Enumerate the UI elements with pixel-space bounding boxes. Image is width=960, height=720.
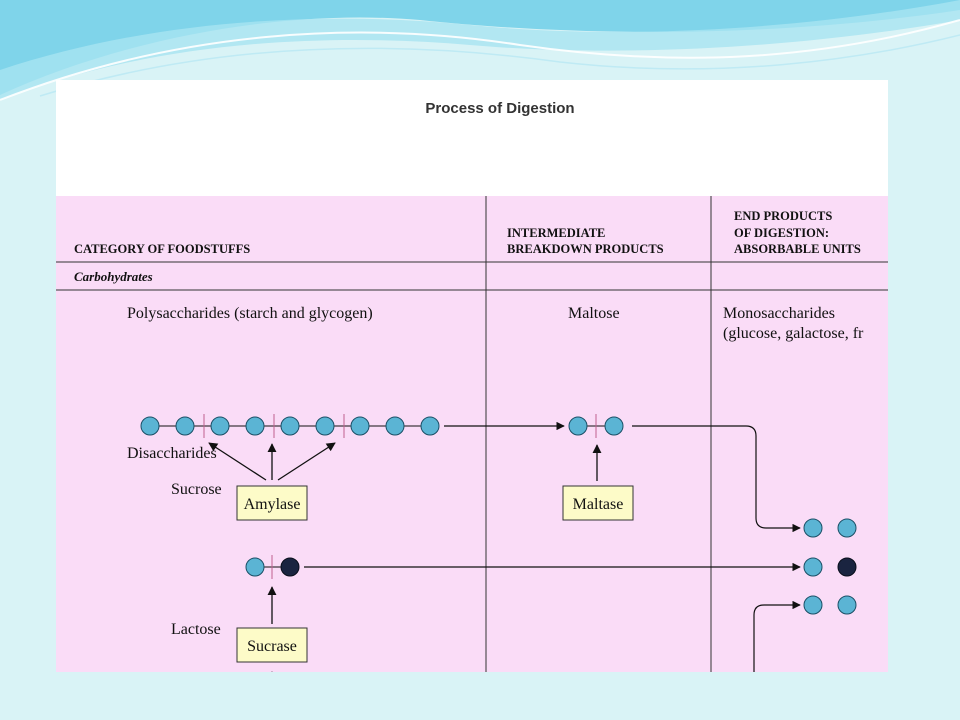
label-polysaccharides: Polysaccharides (starch and glycogen) (127, 305, 373, 322)
arrow-maltose-to-monosaccharides (632, 425, 801, 533)
glucose-unit (420, 416, 440, 436)
digestion-diagram-panel: CATEGORY OF FOODSTUFFS INTERMEDIATE BREA… (56, 196, 888, 672)
enzyme-sucrase: Sucrase (247, 638, 297, 655)
glucose-unit (837, 518, 857, 538)
galactose-unit (837, 595, 857, 615)
glucose-unit (175, 416, 195, 436)
sucrase-box (236, 627, 308, 663)
glucose-unit (803, 557, 823, 577)
fructose-unit (280, 557, 300, 577)
glucose-unit (803, 595, 823, 615)
amylase-arrow-right (277, 442, 336, 481)
fructose-unit (837, 557, 857, 577)
monosaccharide-units (803, 518, 857, 615)
label-sucrose: Sucrose (171, 481, 222, 498)
glucose-unit (245, 416, 265, 436)
glucose-unit (568, 416, 588, 436)
label-lactose: Lactose (171, 621, 221, 638)
label-disaccharides: Disaccharides (127, 445, 217, 462)
glucose-unit (604, 416, 624, 436)
header-category: CATEGORY OF FOODSTUFFS (74, 242, 250, 256)
background-wave (0, 0, 960, 101)
slide: Process of Digestion CATEGORY OF FOODSTU… (56, 80, 888, 672)
header-intermediate-2: BREAKDOWN PRODUCTS (507, 242, 664, 256)
glucose-unit (350, 416, 370, 436)
maltose-molecule (568, 414, 624, 438)
maltase-box (562, 485, 634, 521)
digestion-diagram: CATEGORY OF FOODSTUFFS INTERMEDIATE BREA… (56, 196, 888, 672)
glucose-unit (140, 416, 160, 436)
sucrose-molecule (245, 555, 300, 579)
header-intermediate-1: INTERMEDIATE (507, 226, 605, 240)
label-maltose: Maltose (568, 305, 620, 322)
glucose-unit (245, 557, 265, 577)
arrow-lactose-to-monosaccharides (753, 600, 801, 672)
amylase-box (236, 485, 308, 521)
glucose-unit (280, 416, 300, 436)
amylase-arrow-left (208, 442, 267, 481)
label-monosaccharides-1: Monosaccharides (723, 305, 835, 322)
glucose-unit (315, 416, 335, 436)
polysaccharide-chain (140, 414, 440, 438)
glucose-unit (385, 416, 405, 436)
enzyme-maltase: Maltase (573, 496, 624, 513)
section-carbohydrates: Carbohydrates (74, 269, 153, 284)
header-end-1: END PRODUCTS (734, 209, 832, 223)
slide-title: Process of Digestion (425, 100, 575, 117)
header-end-2: OF DIGESTION: (734, 226, 829, 240)
glucose-unit (210, 416, 230, 436)
label-monosaccharides-2: (glucose, galactose, fr (723, 325, 864, 342)
header-end-3: ABSORBABLE UNITS (734, 242, 861, 256)
glucose-unit (803, 518, 823, 538)
enzyme-amylase: Amylase (244, 496, 301, 513)
